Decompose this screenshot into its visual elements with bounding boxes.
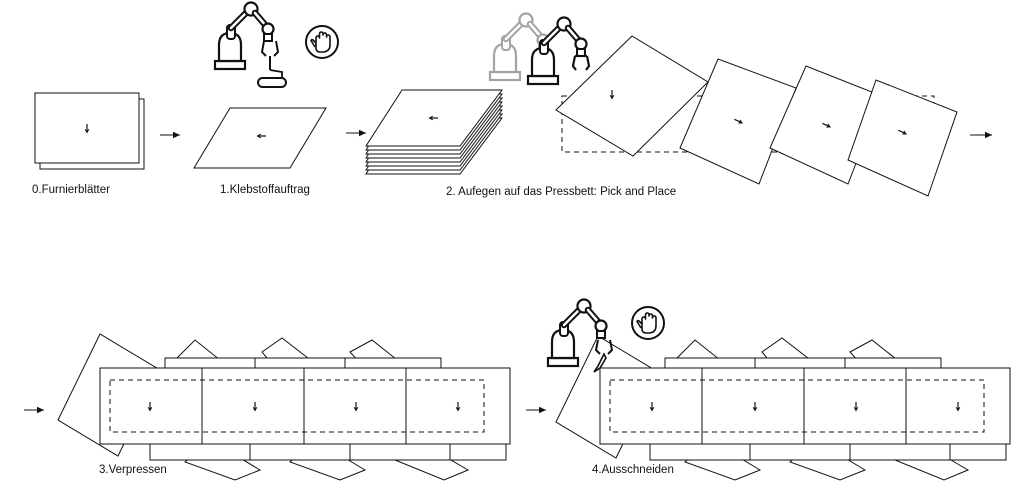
glued-veneer-sheet: [193, 107, 327, 169]
step-label-furnierblaetter: 0.Furnierblätter: [32, 184, 110, 196]
veneer-sheet-stack: [34, 92, 145, 170]
glued-sheet-stack: [365, 89, 503, 175]
step-label-pick-and-place: 2. Aufegen auf das Pressbett: Pick and P…: [446, 186, 677, 198]
placed-veneer-4: [847, 79, 958, 197]
step-label-klebstoffauftrag: 1.Klebstoffauftrag: [220, 184, 310, 196]
cut-panel: [555, 335, 1011, 481]
cutter-tool-icon: [593, 339, 614, 373]
robot-arm-icon: [215, 3, 274, 70]
hand-stop-icon: [631, 306, 665, 340]
gripper-icon: [571, 54, 591, 72]
glue-robot: [215, 3, 287, 88]
hand-stop-icon: [305, 25, 339, 59]
step-label-verpressen: 3.Verpressen: [99, 464, 167, 476]
glue-roller-icon: [257, 40, 287, 88]
step-label-ausschneiden: 4.Ausschneiden: [592, 464, 674, 476]
pressed-panel: [57, 333, 511, 481]
cutting-robot: [548, 300, 614, 373]
